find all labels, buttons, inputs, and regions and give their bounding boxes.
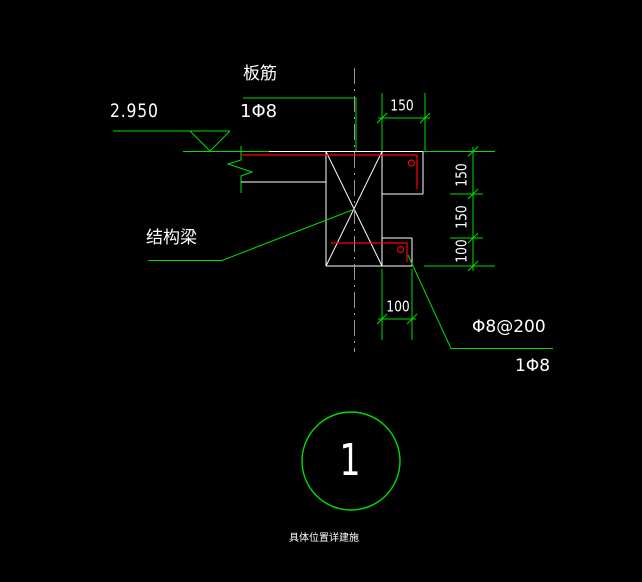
dim-right-value-2: 150 [452,205,471,229]
elevation-value: 2.950 [110,100,159,122]
bottom-bar-spec: 1Φ8 [515,356,551,376]
dim-right-value-1: 150 [452,163,471,187]
slab-rebar-spec: 1Φ8 [240,101,278,122]
top-rebar-line [241,154,418,189]
detail-number: 1 [339,435,361,486]
detail-bubble-circle [301,411,401,511]
slab-rebar-leader [243,97,357,152]
stirrup-leader [407,254,553,349]
slab-outline [241,151,423,183]
top-rebar-dot [407,159,416,167]
dim-top-value: 150 [390,96,414,115]
bottom-rebar-dot [396,245,405,254]
beam-label: 结构梁 [146,228,197,248]
stirrup-spec: Φ8@200 [472,317,546,337]
elevation-marker [113,130,269,152]
beam-label-leader [148,209,354,261]
dim-right-value-3: 100 [452,239,471,263]
dim-top [376,93,431,151]
break-line [226,146,254,193]
beam-section-outline [325,151,424,267]
dim-right-chain [423,146,495,272]
bottom-rebar-line [331,242,408,262]
slab-rebar-label: 板筋 [243,64,277,84]
dim-bottom-value: 100 [386,297,410,316]
dim-bottom [376,269,418,340]
detail-caption: 具体位置详建施 [289,533,359,544]
